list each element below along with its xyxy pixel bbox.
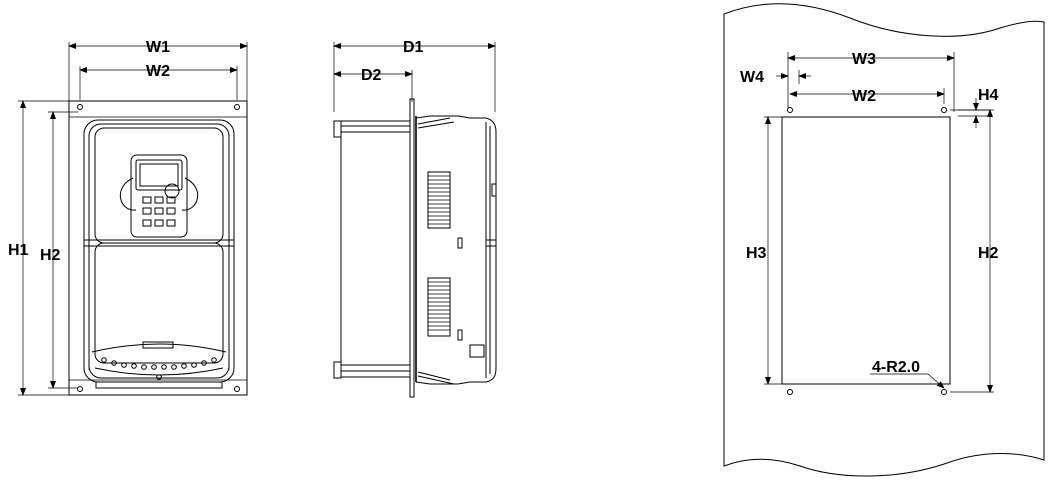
h4-label: H4 — [978, 87, 999, 104]
d1-label: D1 — [403, 39, 424, 56]
hole-note-label: 4-R2.0 — [872, 359, 920, 376]
w3-label: W3 — [852, 51, 876, 68]
w2-mount-label: W2 — [852, 88, 876, 105]
w1-label: W1 — [146, 39, 170, 56]
mounting-wall — [723, 3, 1045, 477]
keypad-panel — [119, 154, 199, 238]
side-housing — [415, 115, 497, 385]
h2-mount-dimension: H2 — [950, 109, 999, 393]
h2-mount-label: H2 — [978, 245, 999, 262]
h3-dimension: H3 — [746, 116, 782, 385]
d1-dimension: D1 — [333, 39, 496, 112]
hole-radius-callout: 4-R2.0 — [870, 359, 945, 389]
heatsink-fins-lower — [427, 277, 451, 337]
mounting-view: W3 W4 W2 H4 H3 — [723, 3, 1045, 477]
w1-dimension: W1 — [68, 39, 248, 102]
w4-dimension: W4 — [740, 69, 811, 86]
side-mounting-flange — [409, 98, 415, 398]
d2-label: D2 — [361, 67, 382, 84]
w2-dimension: W2 — [79, 63, 238, 100]
h2-dimension: H2 — [40, 111, 78, 389]
h1-dimension: H1 — [8, 100, 70, 396]
mount-hole-bottom-left — [787, 389, 793, 395]
heatsink-fins-upper — [427, 171, 451, 229]
w2-label: W2 — [146, 63, 170, 80]
w2-mount-dimension: W2 — [789, 88, 945, 105]
w4-label: W4 — [740, 69, 764, 86]
mounting-cutout — [781, 116, 951, 385]
w3-dimension: W3 — [787, 51, 955, 112]
front-housing — [83, 119, 235, 389]
h4-dimension: H4 — [958, 87, 999, 128]
d2-dimension: D2 — [333, 67, 413, 102]
h2-label: H2 — [40, 247, 61, 264]
front-view: W1 W2 H1 H2 — [8, 39, 248, 396]
front-mounting-plate — [68, 100, 248, 396]
front-vent-holes — [101, 357, 217, 380]
h1-label: H1 — [8, 242, 29, 259]
mount-hole-bottom-right — [941, 389, 947, 395]
mount-hole-top-right — [941, 107, 947, 113]
h3-label: H3 — [746, 245, 767, 262]
side-view: D1 D2 — [333, 39, 497, 398]
mount-hole-top-left — [787, 107, 793, 113]
